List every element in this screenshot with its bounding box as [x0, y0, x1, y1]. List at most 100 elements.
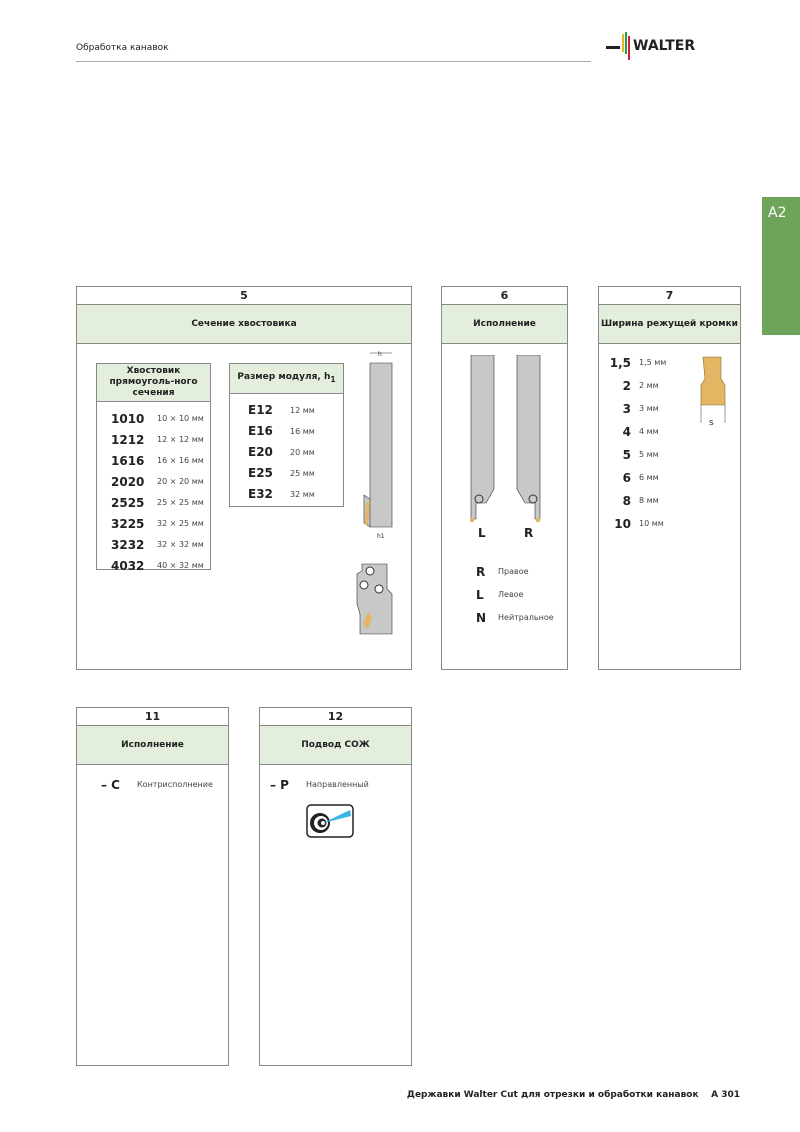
option-code: – C: [101, 777, 120, 792]
dim-h-label: h: [378, 351, 382, 358]
header-divider: [76, 61, 591, 62]
dim-h1-label: h1: [377, 533, 385, 540]
list-item: E32 32 мм: [248, 484, 343, 505]
list-item: 8 8 мм: [609, 489, 666, 512]
item-value: 5 мм: [639, 450, 659, 459]
item-code: 6: [622, 470, 631, 485]
list-item: 5 5 мм: [609, 443, 666, 466]
panel-number: 11: [77, 708, 228, 726]
item-value: 6 мм: [639, 473, 659, 482]
walter-logo: WALTER: [606, 32, 695, 60]
panel-title: Исполнение: [77, 726, 228, 765]
item-value: 25 мм: [290, 468, 315, 478]
panel-shank-section: 5 Сечение хвостовика Хвостовик прямоугол…: [76, 286, 412, 670]
item-code: E32: [248, 487, 273, 502]
footer: Державки Walter Cut для отрезки и обрабо…: [407, 1090, 740, 1100]
item-value: 40 × 32 мм: [157, 561, 204, 570]
item-value: 2 мм: [639, 381, 659, 390]
module-title-sub: 1: [330, 374, 336, 384]
list-item: R Правое: [476, 560, 554, 583]
option-code: – P: [270, 777, 289, 792]
item-code: 10: [614, 516, 631, 531]
item-value: 3 мм: [639, 404, 659, 413]
list-item: E20 20 мм: [248, 442, 343, 463]
option-value: Контрисполнение: [137, 780, 213, 789]
item-value: 16 × 16 мм: [157, 456, 204, 465]
item-code: 3: [622, 401, 631, 416]
item-value: Левое: [498, 590, 524, 599]
shank-tool-drawing: h h1: [356, 351, 393, 635]
item-value: 32 × 25 мм: [157, 519, 204, 528]
list-item: 2020 20 × 20 мм: [111, 471, 210, 492]
tool-l-r-drawing: [470, 355, 541, 522]
panel-number: 12: [260, 708, 411, 726]
list-item: 1212 12 × 12 мм: [111, 429, 210, 450]
item-value: 12 × 12 мм: [157, 435, 204, 444]
list-item: 4 4 мм: [609, 420, 666, 443]
item-code: E12: [248, 403, 273, 418]
list-item: 2 2 мм: [609, 374, 666, 397]
page-number: A 301: [711, 1090, 740, 1100]
list-item: 10 10 мм: [609, 512, 666, 535]
item-value: 4 мм: [639, 427, 659, 436]
list-item: 3225 32 × 25 мм: [111, 513, 210, 534]
item-code: L: [476, 587, 484, 602]
tool-label-r: R: [524, 526, 534, 540]
item-value: Правое: [498, 567, 529, 576]
item-code: E16: [248, 424, 273, 439]
tool-label-l: L: [478, 526, 486, 540]
directed-coolant-icon: [306, 804, 354, 838]
panel-number: 7: [599, 287, 740, 305]
list-item: 6 6 мм: [609, 466, 666, 489]
shank-table-title: Хвостовик прямоуголь-ного сечения: [97, 364, 210, 402]
list-item: L Левое: [476, 583, 554, 606]
panel-title: Исполнение: [442, 305, 567, 344]
item-value: 25 × 25 мм: [157, 498, 204, 507]
item-code: E25: [248, 466, 273, 481]
footer-title: Державки Walter Cut для отрезки и обрабо…: [406, 1090, 699, 1100]
list-item: 1616 16 × 16 мм: [111, 450, 210, 471]
panel-title: Подвод СОЖ: [260, 726, 411, 765]
item-code: 2020: [111, 474, 145, 489]
item-code: 1212: [111, 432, 145, 447]
item-value: 10 мм: [639, 519, 664, 528]
item-code: 5: [622, 447, 631, 462]
panel-coolant: 12 Подвод СОЖ – P Направленный: [259, 707, 412, 1066]
item-value: 10 × 10 мм: [157, 414, 204, 423]
item-value: 20 мм: [290, 447, 315, 457]
list-item: 1010 10 × 10 мм: [111, 408, 210, 429]
item-value: 20 × 20 мм: [157, 477, 204, 486]
item-value: 8 мм: [639, 496, 659, 505]
module-table-title: Размер модуля, h1: [230, 364, 343, 394]
item-code: N: [476, 610, 487, 625]
item-code: 8: [622, 493, 631, 508]
list-item: N Нейтральное: [476, 606, 554, 629]
item-value: Нейтральное: [498, 613, 554, 622]
item-value: 16 мм: [290, 426, 315, 436]
svg-text:WALTER: WALTER: [633, 38, 695, 54]
panel-number: 5: [77, 287, 411, 305]
section-tab: A2: [762, 197, 800, 335]
item-code: 1,5: [609, 355, 631, 370]
item-code: 1616: [111, 453, 145, 468]
panel-title: Ширина режущей кромки: [599, 305, 740, 344]
section-title: Обработка канавок: [76, 43, 169, 53]
list-item: E25 25 мм: [248, 463, 343, 484]
item-code: 1010: [111, 411, 145, 426]
item-code: E20: [248, 445, 273, 460]
item-code: R: [476, 564, 486, 579]
item-code: 4: [622, 424, 631, 439]
item-value: 32 мм: [290, 489, 315, 499]
item-code: 3232: [111, 537, 145, 552]
item-code: 3225: [111, 516, 145, 531]
panel-number: 6: [442, 287, 567, 305]
list-item: 3 3 мм: [609, 397, 666, 420]
item-code: 2: [622, 378, 631, 393]
